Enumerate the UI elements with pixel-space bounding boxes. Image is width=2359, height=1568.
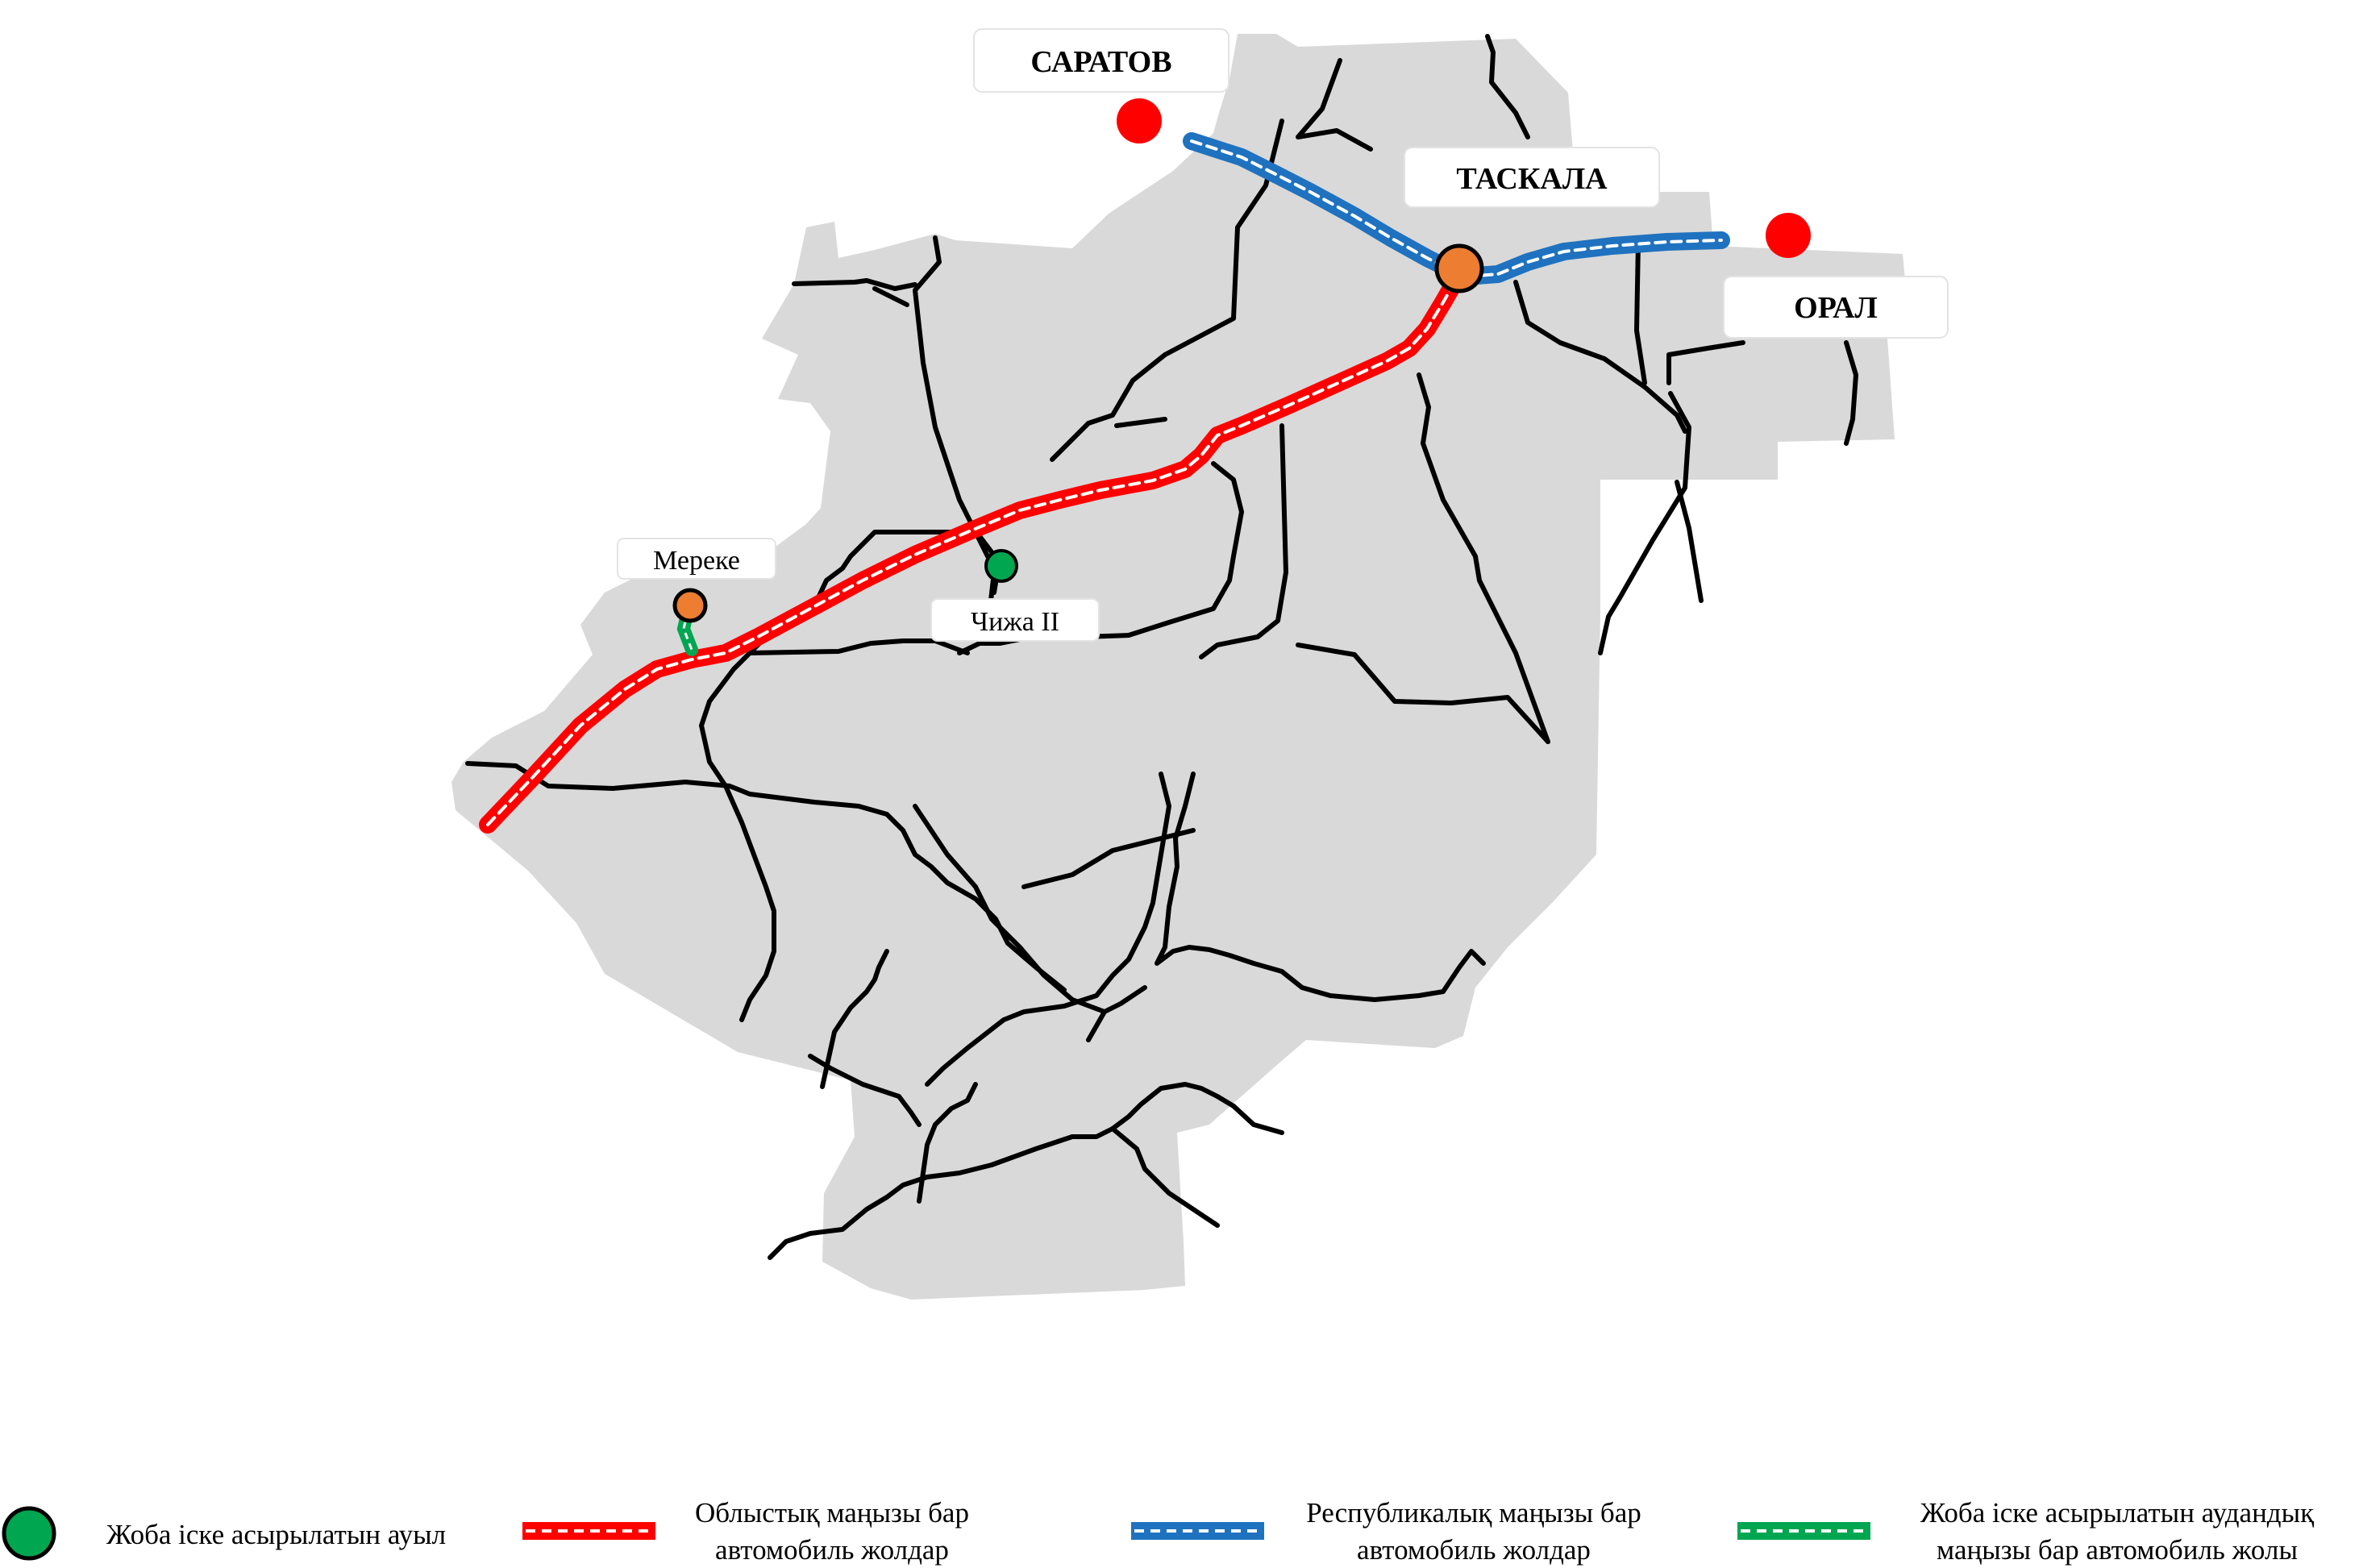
- taskala-center-icon[interactable]: [1434, 243, 1484, 293]
- saratov-label: САРАТОВ: [973, 28, 1229, 93]
- legend-regional-line1: Облыстық маңызы бар: [695, 1497, 969, 1528]
- saratov-dot-icon: [1117, 98, 1162, 143]
- mereke-label: Мереке: [617, 538, 776, 580]
- legend-republican-line2: автомобиль жолдар: [1357, 1534, 1591, 1566]
- legend-republican-line1: Республикалық маңызы бар: [1306, 1497, 1641, 1528]
- legend: Жоба іске асырылатын ауыл Облыстық маңыз…: [2, 1497, 2315, 1566]
- regional-road: [479, 265, 1468, 834]
- taskala-label: ТАСКАЛА: [1404, 147, 1660, 208]
- red-dashed-line-icon: [522, 1522, 655, 1540]
- legend-item-republican-roads: Республикалық маңызы бар автомобиль жолд…: [1131, 1497, 1641, 1566]
- mereke-marker-icon[interactable]: [672, 588, 708, 623]
- legend-regional-line2: автомобиль жолдар: [715, 1534, 949, 1566]
- oral-label-text: ОРАЛ: [1794, 291, 1878, 325]
- mereke-label-text: Мереке: [653, 546, 740, 576]
- chizha-label-text: Чижа II: [971, 607, 1059, 637]
- chizha-label: Чижа II: [930, 598, 1100, 642]
- oral-label: ОРАЛ: [1723, 276, 1949, 339]
- oral-dot-icon: [1766, 213, 1811, 258]
- green-circle-icon: [2, 1506, 56, 1561]
- legend-district-line2: маңызы бар автомобиль жолы: [1937, 1534, 2298, 1566]
- chizha-marker-icon[interactable]: [984, 549, 1018, 583]
- legend-item-project-village: Жоба іске асырылатын ауыл: [2, 1506, 446, 1561]
- blue-dashed-line-icon: [1131, 1522, 1264, 1540]
- legend-item-district-road: Жоба іске асырылатын аудандық маңызы бар…: [1737, 1497, 2315, 1566]
- legend-district-line1: Жоба іске асырылатын аудандық: [1920, 1497, 2315, 1528]
- legend-project-village-text: Жоба іске асырылатын ауыл: [106, 1519, 446, 1550]
- green-dashed-line-icon: [1737, 1522, 1870, 1540]
- legend-item-regional-roads: Облыстық маңызы бар автомобиль жолдар: [522, 1497, 969, 1566]
- local-roads: [465, 34, 1858, 1260]
- saratov-label-text: САРАТОВ: [1030, 45, 1171, 79]
- taskala-label-text: ТАСКАЛА: [1456, 162, 1608, 196]
- district-region: [451, 34, 1928, 1300]
